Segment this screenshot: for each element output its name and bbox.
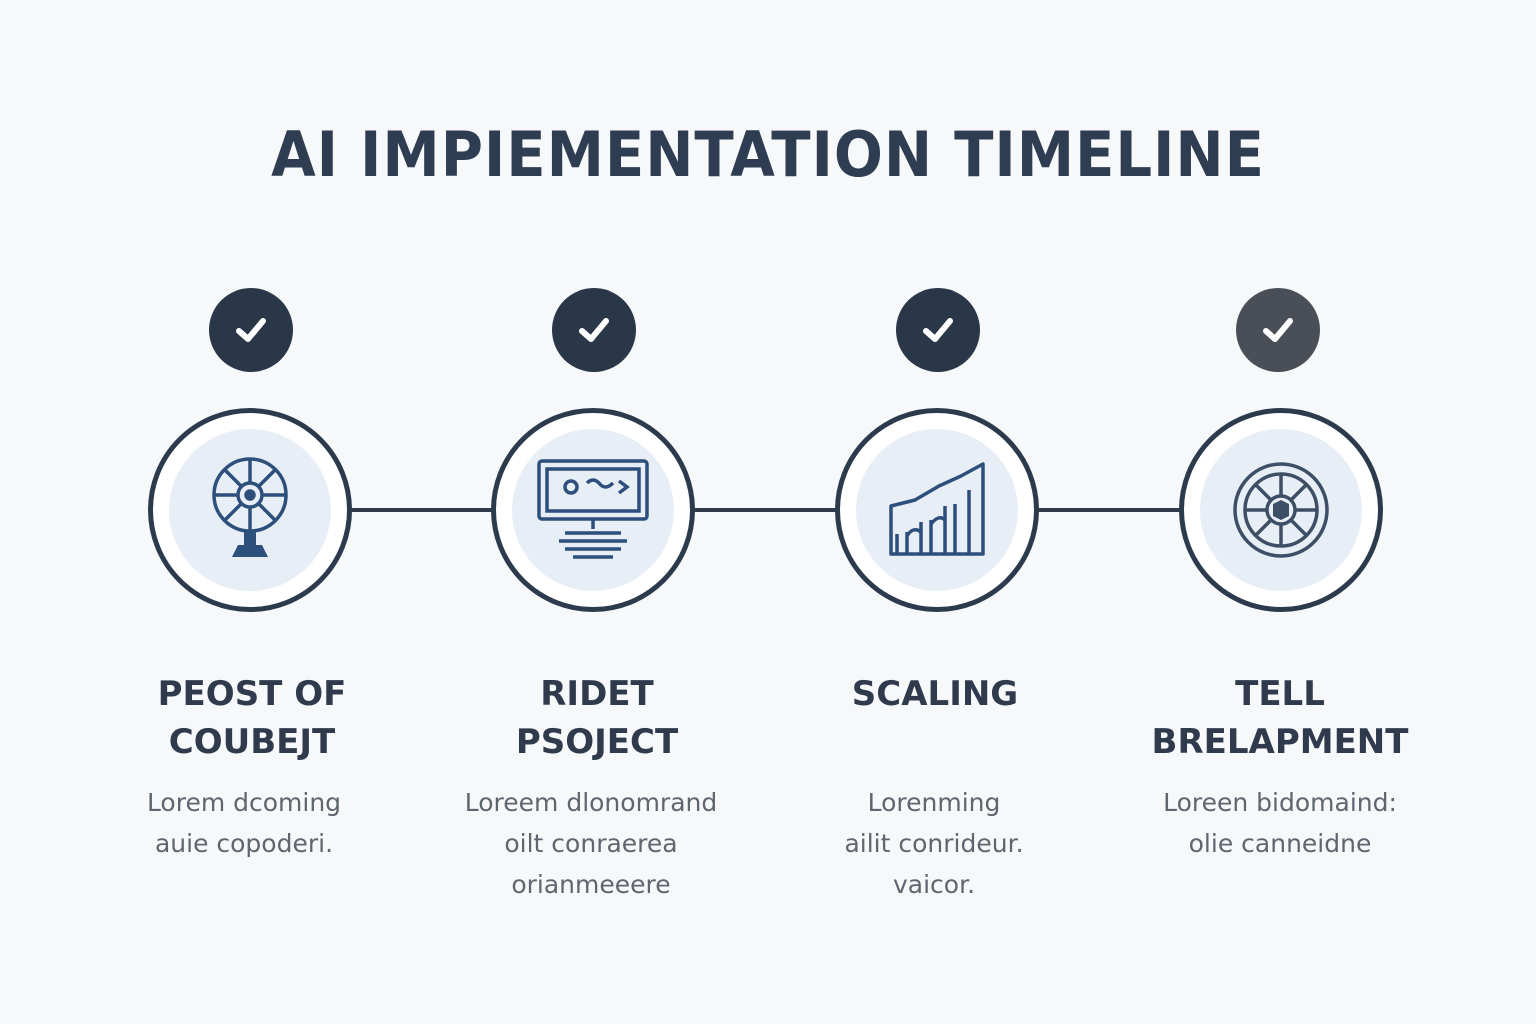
stage-circle-4 [1179,408,1383,612]
connector-line-2 [694,508,840,512]
checkmark-icon [579,318,609,342]
connector-line-1 [350,508,496,512]
check-badge-3 [896,288,980,372]
gear-wheel-icon [1233,462,1329,558]
page-title: AI IMPIEMENTATION TIMELINE [271,118,1265,191]
monitor-icon [537,459,649,559]
stage-description-4: Loreen bidomaind: olie canneidne [1163,788,1397,858]
stage-circle-2 [491,408,695,612]
stage-label-4: TELL BRELAPMENT [1151,674,1409,762]
stage-description-3: Lorenming ailit conrideur. vaicor. [844,788,1024,899]
check-badge-2 [552,288,636,372]
stage-label-2: RIDET PSOJECT [515,674,679,762]
stage-label-1: PEOST OF COUBEJT [157,674,347,762]
stage-circle-3 [835,408,1039,612]
stage-label-3: SCALING [851,674,1019,714]
check-badge-4 [1236,288,1320,372]
stage-circle-1 [148,408,352,612]
connector-line-3 [1038,508,1184,512]
checkmark-icon [923,318,953,342]
bar-chart-icon [889,462,985,556]
stage-description-1: Lorem dcoming auie copoderi. [146,788,342,858]
checkmark-icon [236,318,266,342]
stage-description-2: Loreem dlonomrand oilt conraerea orianme… [464,788,718,899]
check-badge-1 [209,288,293,372]
fan-icon [212,457,288,557]
checkmark-icon [1263,318,1293,342]
